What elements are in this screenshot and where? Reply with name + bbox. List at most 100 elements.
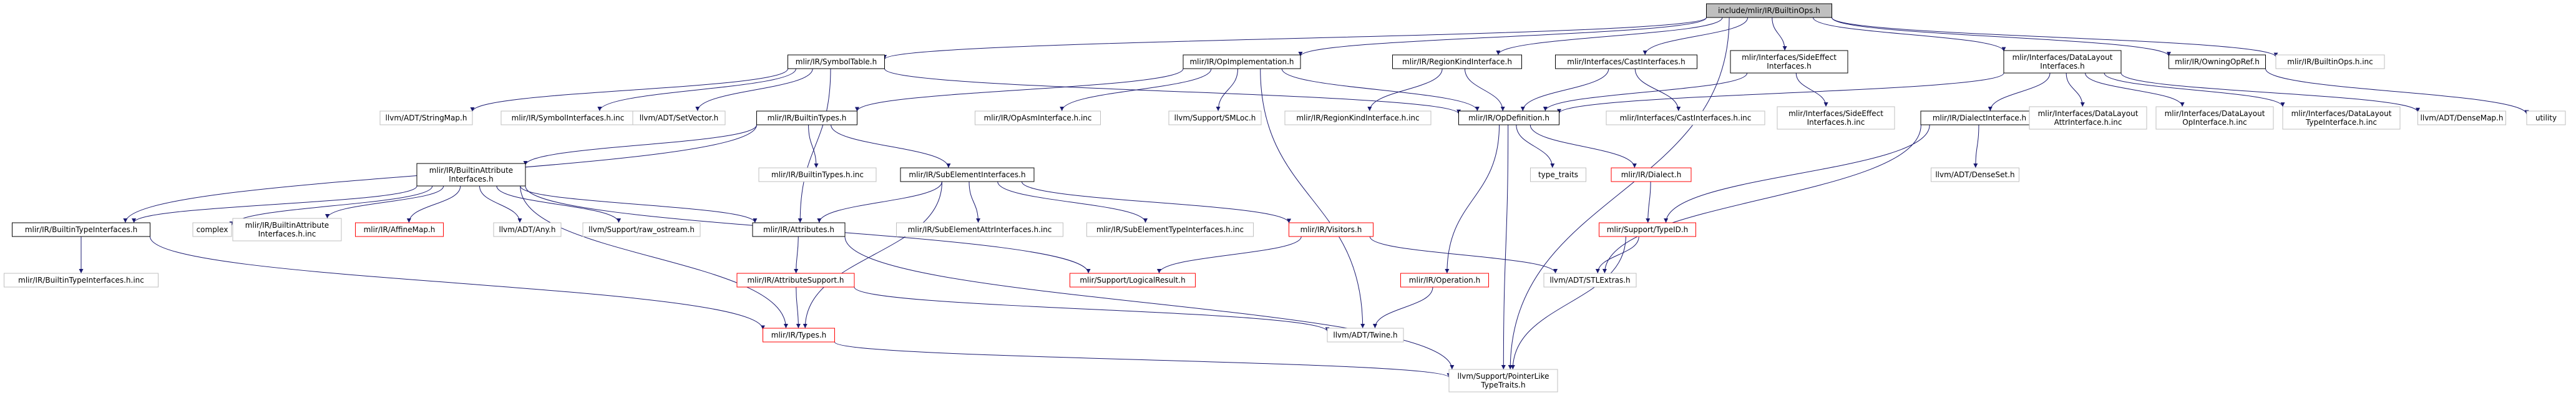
edge-symtab-to-opdef [884,68,1461,115]
node-label: mlir/IR/RegionKindInterface.h.inc [1296,114,1419,122]
node-opimpl[interactable]: mlir/IR/OpImplementation.h [1183,54,1301,69]
node-subelemattr_inc: mlir/IR/SubElementAttrInterfaces.h.inc [896,222,1063,237]
edge-dialectif-to-denseset [1973,124,1979,168]
node-box [1086,222,1254,237]
node-castif_inc: mlir/Interfaces/CastInterfaces.h.inc [1606,110,1765,125]
node-box [2526,110,2566,125]
edge-symtab-to-attributes [798,68,831,223]
node-label: mlir/IR/OpAsmInterface.h.inc [984,114,1092,122]
node-box [4,273,159,288]
node-dialectif[interactable]: mlir/IR/DialectInterface.h [1920,110,2039,125]
node-attributes[interactable]: mlir/IR/Attributes.h [752,222,846,237]
node-label: Interfaces.h [2040,62,2084,71]
node-box [900,167,1035,182]
node-box [192,222,232,237]
node-box [1284,110,1432,125]
node-owningopref[interactable]: mlir/IR/OwningOpRef.h [2169,54,2266,69]
node-typeid[interactable]: mlir/Support/TypeID.h [1599,222,1696,237]
edge-opimpl-to-smloc [1216,68,1239,112]
node-root[interactable]: include/mlir/IR/BuiltinOps.h [1706,3,1832,18]
node-box [896,222,1063,237]
node-label: mlir/IR/BuiltinTypes.h [768,114,847,122]
node-box [12,222,150,237]
edge-root-to-ptrlike [1508,17,1730,370]
edge-builtinattrif-to-attributes [520,185,758,223]
edge-attributes-to-ptrlike [844,236,1455,370]
node-utility: utility [2526,110,2566,125]
node-box [1606,110,1765,125]
node-label: mlir/IR/SubElementAttrInterfaces.h.inc [908,225,1052,234]
node-label: mlir/IR/Types.h [771,331,827,339]
edge-opimpl-to-builtintypes [855,68,1184,112]
node-logicalresult[interactable]: mlir/Support/LogicalResult.h [1070,273,1196,288]
edge-subelemif-to-types [803,181,942,329]
node-label: mlir/Support/TypeID.h [1607,225,1689,234]
edge-root-to-castif [1642,17,1749,56]
node-label: mlir/IR/Visitors.h [1300,225,1362,234]
edge-datalayout-to-opdef [1557,72,2004,114]
node-label: mlir/Support/LogicalResult.h [1080,276,1185,285]
node-smloc: llvm/Support/SMLoc.h [1168,110,1262,125]
edge-typeid-to-stlextras [1595,236,1639,274]
node-box [2029,106,2147,130]
node-box [632,110,726,125]
edge-datalayout-to-dialectif [1988,72,2051,112]
node-label: mlir/Interfaces/CastInterfaces.h.inc [1620,114,1752,122]
node-symbolif_inc: mlir/IR/SymbolInterfaces.h.inc [500,110,635,125]
edge-root-to-owningopref [1832,17,2171,57]
edge-symtab-to-symbolif_inc [597,68,796,112]
node-regionkind[interactable]: mlir/IR/RegionKindInterface.h [1392,54,1522,69]
edge-builtinattrif-to-types [520,185,788,329]
edge-opimpl-to-twine [1260,68,1365,329]
node-attrsupport[interactable]: mlir/IR/AttributeSupport.h [736,273,855,288]
edge-root-to-sideeffect [1772,17,1787,51]
node-dialect[interactable]: mlir/IR/Dialect.h [1611,167,1692,182]
node-label: mlir/Interfaces/DataLayout [2165,109,2265,118]
node-label: mlir/IR/OpDefinition.h [1468,114,1549,122]
node-castif[interactable]: mlir/Interfaces/CastInterfaces.h [1555,54,1697,69]
node-builtintypes[interactable]: mlir/IR/BuiltinTypes.h [756,110,857,125]
node-opdef[interactable]: mlir/IR/OpDefinition.h [1458,110,1559,125]
node-label: mlir/IR/SubElementInterfaces.h [909,170,1025,179]
node-label: mlir/IR/DialectInterface.h [1933,114,2026,122]
node-stlextras: llvm/ADT/STLExtras.h [1543,273,1637,288]
node-label: mlir/Interfaces/CastInterfaces.h [1567,57,1685,66]
edge-builtinattrif-to-any [479,185,522,223]
node-symtab[interactable]: mlir/IR/SymbolTable.h [788,54,885,69]
node-builtinopsinc: mlir/IR/BuiltinOps.h.inc [2275,54,2385,69]
node-box [758,167,877,182]
node-box [763,328,835,343]
node-sideeffect_inc: mlir/Interfaces/SideEffectInterfaces.h.i… [1777,106,1895,130]
node-label: TypeInterface.h.inc [2305,118,2377,127]
node-label: mlir/IR/SymbolInterfaces.h.inc [512,114,625,122]
node-label: complex [197,225,228,234]
edge-attributes-to-attrsupport [794,236,799,274]
node-affinemap[interactable]: mlir/IR/AffineMap.h [355,222,444,237]
node-box [756,110,857,125]
node-twine: llvm/ADT/Twine.h [1327,328,1404,343]
node-denseset: llvm/ADT/DenseSet.h [1931,167,2019,182]
node-box [1392,54,1522,69]
node-box [1070,273,1196,288]
node-subelemif[interactable]: mlir/IR/SubElementInterfaces.h [900,167,1035,182]
node-builtintypeif[interactable]: mlir/IR/BuiltinTypeInterfaces.h [12,222,150,237]
edge-builtintypes-to-subelemif [831,124,951,168]
edge-dialectif-to-stlextras [1602,124,1921,274]
node-box [736,273,855,288]
edge-typeid-to-ptrlike [1510,236,1626,370]
node-label: mlir/Interfaces/SideEffect [1742,53,1837,62]
node-visitors[interactable]: mlir/IR/Visitors.h [1289,222,1373,237]
node-setvector: llvm/ADT/SetVector.h [632,110,726,125]
node-label: mlir/IR/BuiltinTypes.h.inc [771,170,864,179]
node-densemap: llvm/ADT/DenseMap.h [2417,110,2506,125]
node-operation[interactable]: mlir/IR/Operation.h [1400,273,1489,288]
node-types[interactable]: mlir/IR/Types.h [763,328,835,343]
node-label: type_traits [1538,170,1578,179]
node-label: mlir/Interfaces/DataLayout [2012,53,2113,62]
node-label: mlir/IR/SubElementTypeInterfaces.h.inc [1096,225,1244,234]
node-builtintypes_inc: mlir/IR/BuiltinTypes.h.inc [758,167,877,182]
